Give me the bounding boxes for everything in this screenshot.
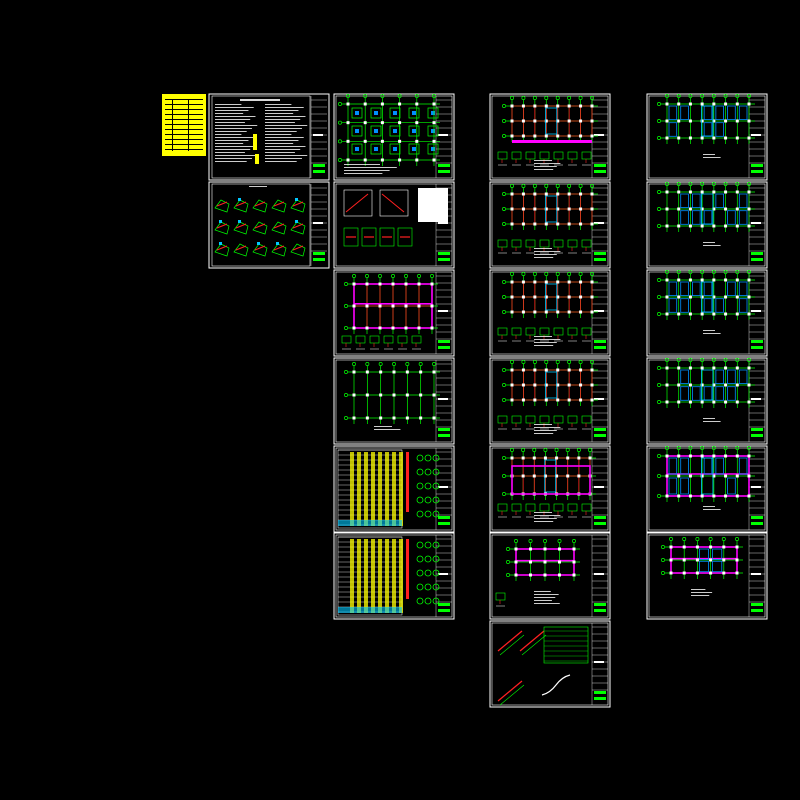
beam-2-drawing: [497, 184, 598, 258]
sheet-beam-6[interactable]: [489, 532, 611, 620]
beam-4-drawing: [497, 360, 598, 434]
slab-5-drawing: [657, 446, 755, 510]
beam-3-drawing: [497, 272, 598, 346]
slab-2-drawing: [657, 182, 755, 246]
column-schedule-1-drawing: [337, 449, 440, 529]
plan-a-drawing: [341, 274, 438, 350]
general-notes-sheet[interactable]: [208, 93, 330, 181]
pile-details-drawing: [343, 188, 448, 247]
drawing-index-sheet[interactable]: [162, 94, 206, 156]
title-block: [310, 96, 327, 178]
slab-4-drawing: [657, 358, 755, 422]
slab-1-drawing: [657, 94, 755, 158]
detail-drawings: [214, 184, 327, 266]
column-schedule-2-drawing: [337, 536, 440, 616]
sheet-contents: [337, 94, 755, 706]
sheet-beam-5[interactable]: [489, 445, 611, 533]
sheet-beam-4[interactable]: [489, 357, 611, 445]
sheet-slab-6[interactable]: [646, 532, 768, 620]
beam-6-drawing: [495, 539, 580, 607]
details-sheet-1[interactable]: [208, 181, 330, 269]
foundation-drawing: [338, 94, 440, 174]
slab-3-drawing: [657, 270, 755, 334]
sheet-stair[interactable]: [489, 620, 611, 708]
beam-1-drawing: [497, 96, 598, 170]
plan-b-drawing: [344, 362, 440, 430]
beam-5-drawing: [497, 448, 596, 522]
notes-text-block: [215, 104, 308, 164]
stair-drawing: [497, 626, 589, 706]
slab-6-drawing: [661, 537, 743, 596]
